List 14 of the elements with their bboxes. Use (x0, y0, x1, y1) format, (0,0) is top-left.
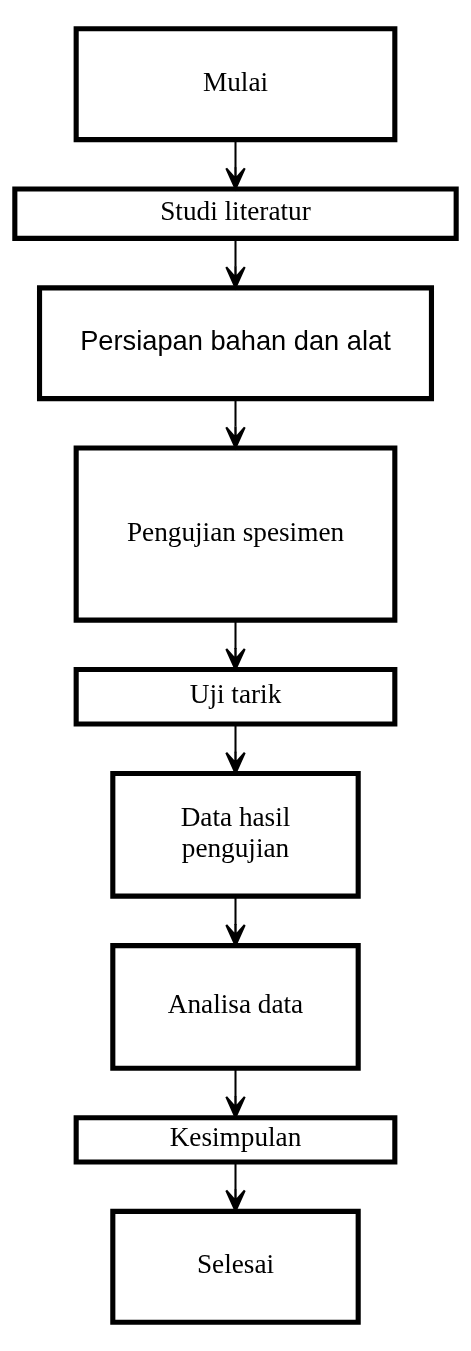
arrow (225, 140, 246, 190)
node-box: Kesimpulan (73, 1115, 398, 1165)
node-box: Uji tarik (73, 667, 398, 727)
arrow (225, 1068, 246, 1119)
node-box: Analisa data (110, 943, 361, 1071)
arrow (225, 1162, 246, 1212)
node-box: Pengujian spesimen (73, 445, 398, 623)
node-box: Studi literatur (12, 186, 459, 241)
arrow (225, 398, 246, 449)
arrow (225, 238, 246, 289)
node-box: Selesai (110, 1208, 361, 1325)
node-box: Data hasil pengujian (110, 770, 361, 899)
node-box: Persiapan bahan dan alat (37, 285, 434, 402)
node-box: Mulai (73, 26, 398, 143)
